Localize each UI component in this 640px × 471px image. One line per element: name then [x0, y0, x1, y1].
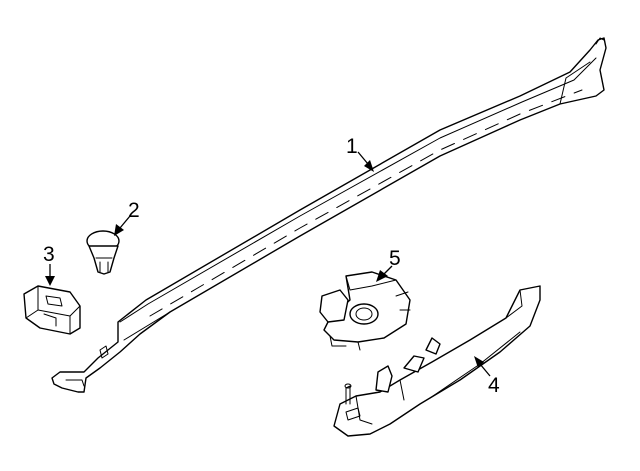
part-5-bracket-assembly: [319, 271, 411, 351]
callout-4: 4: [488, 374, 500, 397]
leader-5: [376, 265, 393, 282]
part-3-clip-nut: [23, 285, 81, 335]
callout-2: 2: [128, 199, 140, 222]
leader-1: [357, 151, 374, 172]
callout-5: 5: [389, 247, 401, 270]
leader-2: [114, 215, 131, 236]
part-4-rear-bracket: [333, 285, 541, 437]
callout-3: 3: [43, 243, 55, 266]
leader-3: [45, 264, 55, 286]
leader-4: [474, 356, 491, 377]
callout-1: 1: [346, 135, 358, 158]
part-2-push-pin-clip: [86, 230, 120, 275]
part-1-rocker-panel: [51, 37, 607, 393]
